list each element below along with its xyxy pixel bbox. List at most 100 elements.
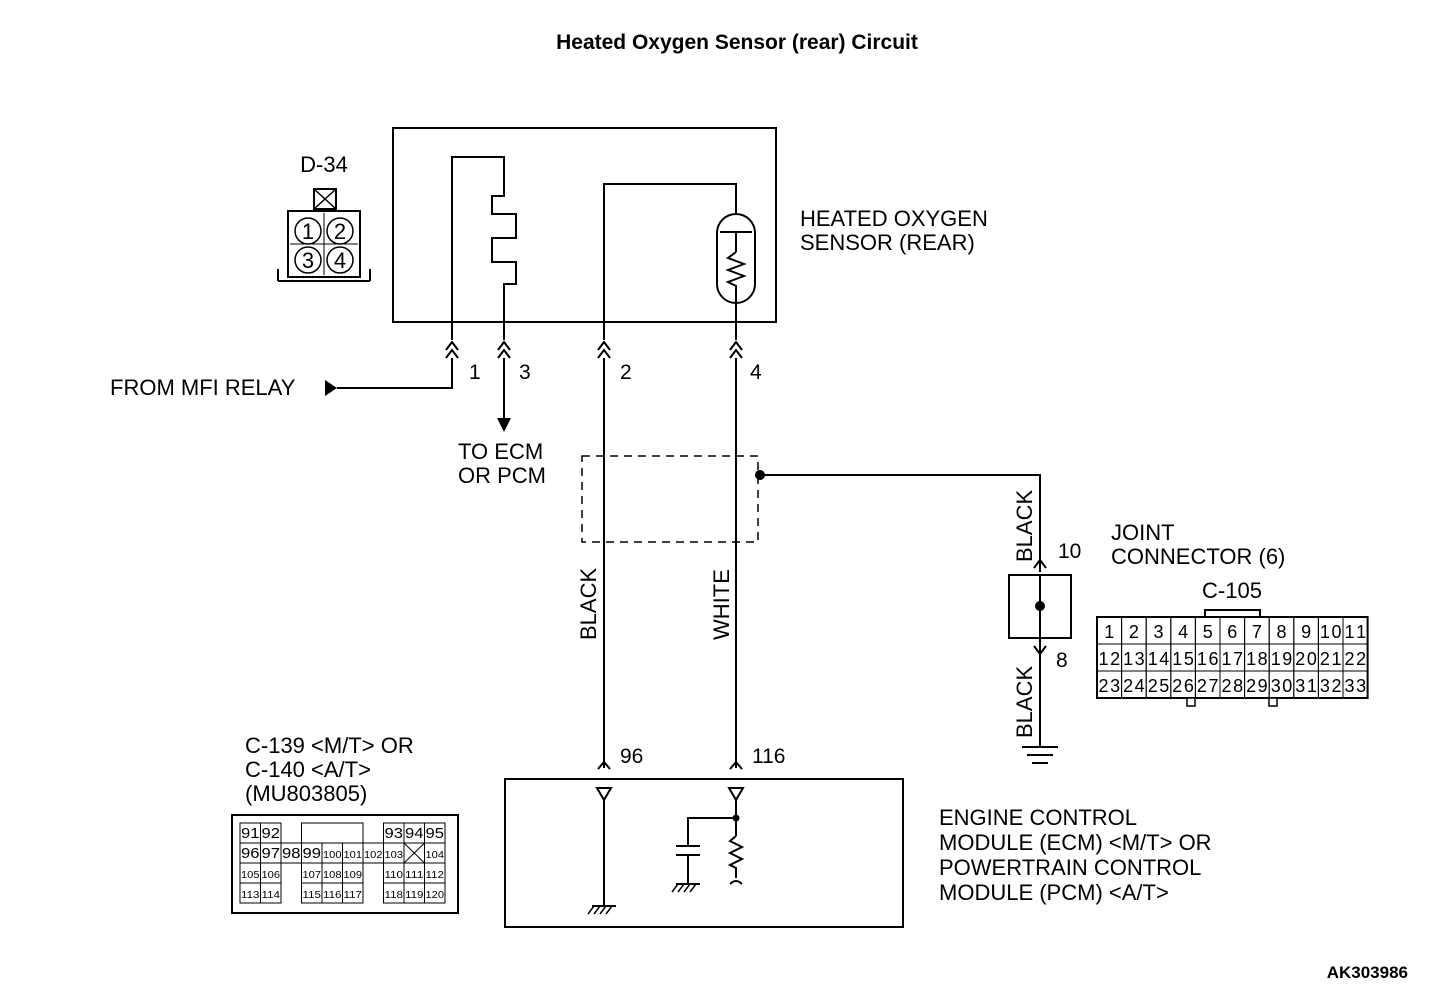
joint-cavity: 30 bbox=[1271, 676, 1293, 696]
joint-cavity: 1 bbox=[1104, 622, 1114, 642]
from-relay-label: FROM MFI RELAY bbox=[110, 375, 296, 400]
joint-cavity: 12 bbox=[1099, 649, 1121, 669]
ecm-label-line2: MODULE (ECM) <M/T> OR bbox=[939, 830, 1212, 855]
sensor-pin-4: 4 bbox=[334, 248, 346, 273]
ecm-cavity: 98 bbox=[282, 845, 301, 862]
ecm-connector-line3: (MU803805) bbox=[245, 781, 367, 806]
joint-cavity: 2 bbox=[1129, 622, 1139, 642]
to-ecm-label-line1: TO ECM bbox=[458, 439, 543, 464]
joint-cavity: 14 bbox=[1148, 649, 1170, 669]
ecm-label-line1: ENGINE CONTROL bbox=[939, 805, 1137, 830]
joint-cavity: 10 bbox=[1320, 622, 1342, 642]
joint-cavity: 6 bbox=[1227, 622, 1237, 642]
joint-cavity: 16 bbox=[1197, 649, 1219, 669]
joint-cavity: 25 bbox=[1148, 676, 1170, 696]
pin-1-label: 1 bbox=[469, 361, 481, 384]
ecm-cavity: 92 bbox=[262, 825, 281, 842]
oxygen-sensor: HEATED OXYGEN SENSOR (REAR) bbox=[392, 127, 988, 340]
joint-cavity: 20 bbox=[1295, 649, 1317, 669]
to-ecm-label-line2: OR PCM bbox=[458, 463, 546, 488]
chassis-ground-icon bbox=[671, 883, 700, 893]
ground-icon bbox=[1022, 746, 1058, 764]
ecm-cavity: 116 bbox=[323, 890, 342, 901]
pin-10-label: 10 bbox=[1058, 540, 1081, 563]
wire-color-black-2: BLACK bbox=[576, 568, 601, 640]
chassis-ground-icon bbox=[587, 905, 616, 915]
ecm-cavity: 100 bbox=[323, 850, 342, 861]
sensor-label-line2: SENSOR (REAR) bbox=[800, 230, 975, 255]
joint-cavity: 9 bbox=[1301, 622, 1311, 642]
wire-color-black-shield: BLACK bbox=[1012, 490, 1037, 562]
ecm-cavity: 93 bbox=[385, 825, 404, 842]
sensor-connector-icon: D-34 1 2 3 4 bbox=[277, 152, 371, 282]
pin-4-label: 4 bbox=[750, 361, 762, 384]
joint-cavity: 21 bbox=[1320, 649, 1342, 669]
joint-cavity: 32 bbox=[1320, 676, 1342, 696]
ecm-cavity: 120 bbox=[426, 890, 445, 901]
joint-cavity: 33 bbox=[1345, 676, 1367, 696]
ecm-cavity: 102 bbox=[364, 850, 383, 861]
joint-cavity: 19 bbox=[1271, 649, 1293, 669]
shield-box bbox=[581, 455, 759, 543]
joint-cavity: 17 bbox=[1222, 649, 1244, 669]
joint-cavity: 18 bbox=[1246, 649, 1268, 669]
ecm-connector-line1: C-139 <M/T> OR bbox=[245, 733, 414, 758]
joint-cavity: 26 bbox=[1172, 676, 1194, 696]
joint-cavity: 3 bbox=[1153, 622, 1163, 642]
ecm-cavity: 113 bbox=[241, 890, 260, 901]
ecm-cavity: 96 bbox=[241, 845, 260, 862]
ecm-cavity: 108 bbox=[323, 870, 342, 881]
ecm-cavity: 112 bbox=[426, 870, 445, 881]
ecm-cavity: 118 bbox=[385, 890, 404, 901]
joint-label-line2: CONNECTOR (6) bbox=[1111, 544, 1285, 569]
ecm-label-line4: MODULE (PCM) <A/T> bbox=[939, 880, 1169, 905]
ecm-cavity: 115 bbox=[303, 890, 322, 901]
ecm-cavity: 99 bbox=[303, 845, 322, 862]
joint-cavity: 24 bbox=[1123, 676, 1145, 696]
joint-cavity: 5 bbox=[1203, 622, 1213, 642]
ecm-cavity: 111 bbox=[405, 870, 424, 881]
ecm-cavity: 109 bbox=[344, 870, 363, 881]
joint-cavity: 28 bbox=[1222, 676, 1244, 696]
ecm-label-line3: POWERTRAIN CONTROL bbox=[939, 855, 1201, 880]
joint-cavity: 13 bbox=[1123, 649, 1145, 669]
diagram-title: Heated Oxygen Sensor (rear) Circuit bbox=[556, 31, 918, 54]
joint-connector-id: C-105 bbox=[1202, 578, 1262, 603]
ecm-cavity: 107 bbox=[303, 870, 322, 881]
joint-cavity: 11 bbox=[1345, 622, 1367, 642]
ecm-cavity: 95 bbox=[426, 825, 445, 842]
joint-cavity: 15 bbox=[1172, 649, 1194, 669]
pin-96-label: 96 bbox=[620, 745, 643, 768]
to-ecm-feed: TO ECM OR PCM bbox=[458, 358, 546, 488]
pin-8-label: 8 bbox=[1056, 649, 1068, 672]
ecm-cavity: 110 bbox=[385, 870, 404, 881]
pin-2-label: 2 bbox=[620, 361, 632, 384]
ecm-cavity: 117 bbox=[344, 890, 363, 901]
sensor-pin-1: 1 bbox=[302, 219, 314, 244]
ecm-cavity: 97 bbox=[262, 845, 281, 862]
ecm-connector-line2: C-140 <A/T> bbox=[245, 757, 371, 782]
joint-label-line1: JOINT bbox=[1111, 520, 1175, 545]
wire-color-white: WHITE bbox=[709, 569, 734, 640]
pin-3-label: 3 bbox=[519, 361, 531, 384]
joint-cavity: 4 bbox=[1178, 622, 1188, 642]
engine-control-module: 96 116 ENGINE CONTROL MODULE (ECM bbox=[504, 745, 1212, 928]
ecm-cavity: 114 bbox=[262, 890, 281, 901]
joint-cavity: 23 bbox=[1099, 676, 1121, 696]
joint-cavity: 31 bbox=[1295, 676, 1317, 696]
ecm-cavity: 105 bbox=[241, 870, 260, 881]
joint-cavity: 27 bbox=[1197, 676, 1219, 696]
document-id: AK303986 bbox=[1327, 963, 1408, 982]
sensor-pin-3: 3 bbox=[302, 248, 314, 273]
sensor-label-line1: HEATED OXYGEN bbox=[800, 206, 988, 231]
pin-116-label: 116 bbox=[752, 745, 785, 768]
joint-cavity: 29 bbox=[1246, 676, 1268, 696]
wire-color-black-ground: BLACK bbox=[1012, 666, 1037, 738]
mfi-relay-feed: FROM MFI RELAY bbox=[110, 358, 453, 400]
joint-cavity: 7 bbox=[1252, 622, 1262, 642]
ecm-cavity: 101 bbox=[344, 850, 363, 861]
sensor-pin-2: 2 bbox=[334, 219, 346, 244]
